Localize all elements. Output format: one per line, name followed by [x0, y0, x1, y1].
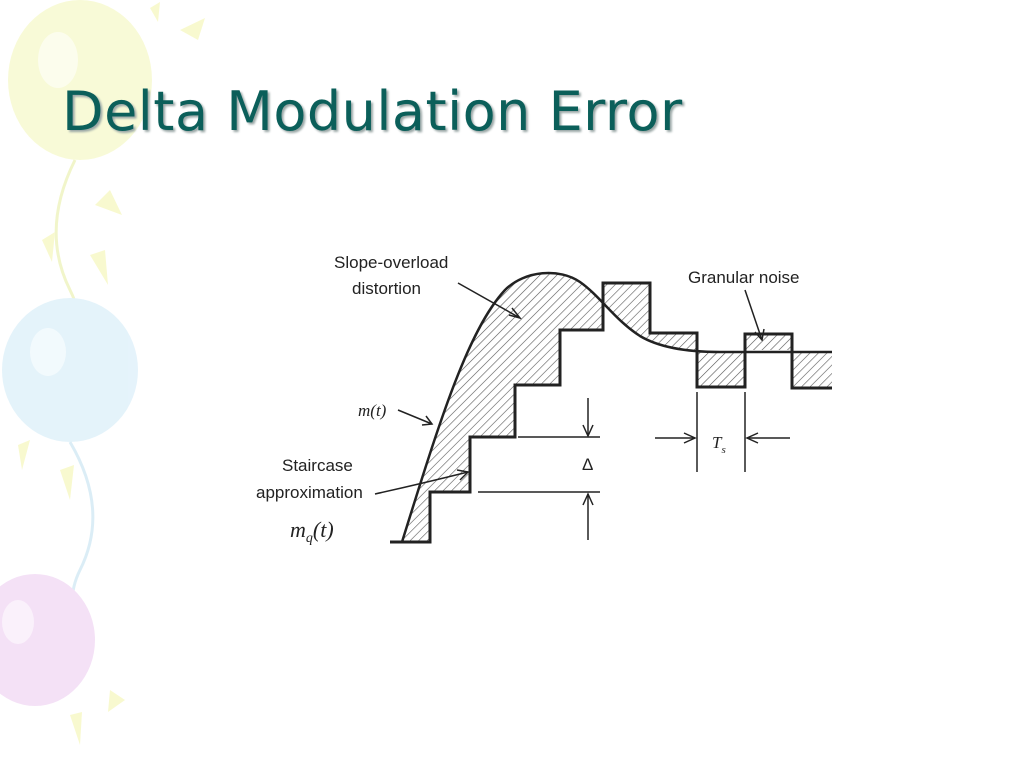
staircase-symbol-label: mq(t): [290, 517, 334, 546]
granular-noise-label: Granular noise: [688, 268, 800, 287]
staircase-leader: [374, 471, 469, 495]
slope-overload-leader: [457, 282, 521, 319]
delta-step-indicator: [478, 398, 600, 540]
staircase-approximation-line: [390, 281, 832, 544]
staircase-label-line1: Staircase: [282, 456, 353, 475]
granular-noise-region: [650, 333, 832, 388]
signal-leader: [397, 409, 433, 425]
blue-balloon-icon: [2, 298, 138, 442]
granular-noise-leader: [744, 289, 763, 341]
balloon-decoration: [0, 0, 205, 745]
ts-period-indicator: [655, 392, 790, 472]
ts-label: Ts: [712, 433, 726, 456]
slope-overload-label-line2: distortion: [352, 279, 421, 298]
signal-curve: [400, 271, 832, 543]
yellow-balloon-icon: [8, 0, 152, 160]
slope-overload-region: [402, 272, 603, 542]
signal-label: m(t): [358, 401, 387, 420]
slope-overload-label-line1: Slope-overload: [334, 253, 448, 272]
delta-label: Δ: [582, 455, 593, 474]
staircase-label-line2: approximation: [256, 483, 363, 502]
slide-title: Delta Modulation Error: [62, 80, 683, 143]
overshoot-region: [603, 283, 650, 340]
